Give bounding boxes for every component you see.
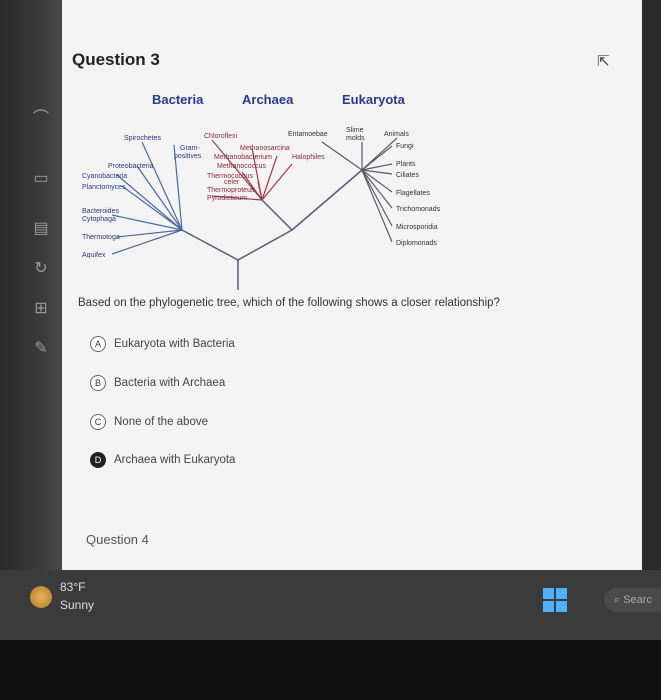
option-label: Bacteria with Archaea — [114, 377, 225, 389]
side-tool-icon[interactable]: ↻ — [30, 260, 52, 278]
taxon-label: Diplomonads — [396, 240, 437, 247]
domain-label-archaea: Archaea — [242, 92, 294, 107]
taxon-label: Chloroflexi — [204, 133, 238, 140]
answer-option-b[interactable]: B Bacteria with Archaea — [90, 375, 225, 391]
taxon-label: Gram- — [180, 145, 201, 152]
weather-condition[interactable]: Sunny — [60, 598, 94, 612]
taxon-label: Cytophaga — [82, 216, 116, 223]
desk-area — [0, 640, 661, 700]
taxon-label: Slime — [346, 127, 364, 134]
taxon-label: Pyrodicticum — [207, 195, 247, 202]
domain-label-eukaryota: Eukaryota — [342, 92, 406, 107]
option-letter: C — [90, 414, 106, 430]
taxon-label: Plants — [396, 161, 416, 168]
taxon-label: Ciliates — [396, 172, 419, 179]
weather-temperature[interactable]: 83°F — [60, 580, 85, 594]
mouse-cursor-icon: ⇱ — [597, 52, 613, 68]
quiz-page: Question 3 ⇱ Bacteria Archaea Eukaryota — [62, 0, 642, 570]
option-label: Eukaryota with Bacteria — [114, 338, 235, 350]
taskbar-search[interactable]: ⌕ Searc — [604, 588, 661, 612]
taxon-label: Methanosarcina — [240, 145, 290, 152]
taxon-label: Bacteroides — [82, 208, 119, 215]
answer-option-a[interactable]: A Eukaryota with Bacteria — [90, 336, 235, 352]
taxon-label: Halophiles — [292, 154, 325, 161]
answer-option-c[interactable]: C None of the above — [90, 414, 208, 430]
taxon-label: Spirochetes — [124, 135, 161, 142]
side-tool-icon[interactable]: ⊞ — [30, 300, 52, 318]
taxon-label: Planctomyces — [82, 184, 126, 191]
question-4-title: Question 4 — [86, 532, 149, 547]
question-prompt: Based on the phylogenetic tree, which of… — [78, 297, 500, 309]
option-letter: A — [90, 336, 106, 352]
taxon-label: Trichomonads — [396, 206, 441, 213]
search-label: Searc — [623, 594, 652, 606]
option-label: None of the above — [114, 416, 208, 428]
question-3-title: Question 3 — [72, 50, 160, 70]
taxon-label: Thermoproteus — [207, 187, 255, 194]
windows-start-icon[interactable] — [543, 588, 567, 612]
side-tool-icon[interactable]: ▭ — [30, 170, 52, 188]
taxon-label: molds — [346, 135, 365, 142]
taxon-label: Methanococcus — [217, 163, 267, 170]
phylogenetic-tree: Bacteria Archaea Eukaryota — [62, 80, 562, 290]
taxon-label: positives — [174, 153, 202, 160]
sun-icon[interactable] — [30, 586, 52, 608]
answer-option-d[interactable]: D Archaea with Eukaryota — [90, 452, 235, 468]
taxon-label: Proteobacteria — [108, 163, 154, 170]
option-letter-selected: D — [90, 452, 106, 468]
taxon-label: celer — [224, 179, 240, 186]
option-letter: B — [90, 375, 106, 391]
taxon-label: Entamoebae — [288, 131, 328, 138]
screen-bezel-left — [0, 0, 62, 570]
taxon-label: Fungi — [396, 143, 414, 150]
taxon-label: Microsporidia — [396, 224, 438, 231]
taxon-label: Flagellates — [396, 190, 430, 197]
screen-bezel-right — [641, 0, 661, 570]
pen-icon[interactable]: ✎ — [30, 340, 52, 358]
domain-label-bacteria: Bacteria — [152, 92, 204, 107]
taxon-label: Methanobacterium — [214, 154, 272, 161]
side-tool-icon[interactable]: ⌒ — [30, 110, 52, 128]
taxon-label: Thermotoga — [82, 234, 120, 241]
side-tool-icon[interactable]: ▤ — [30, 220, 52, 238]
taxon-label: Animals — [384, 131, 409, 138]
taxon-label: Cyanobacteria — [82, 173, 127, 180]
option-label: Archaea with Eukaryota — [114, 454, 235, 466]
taxon-label: Aquifex — [82, 252, 106, 259]
